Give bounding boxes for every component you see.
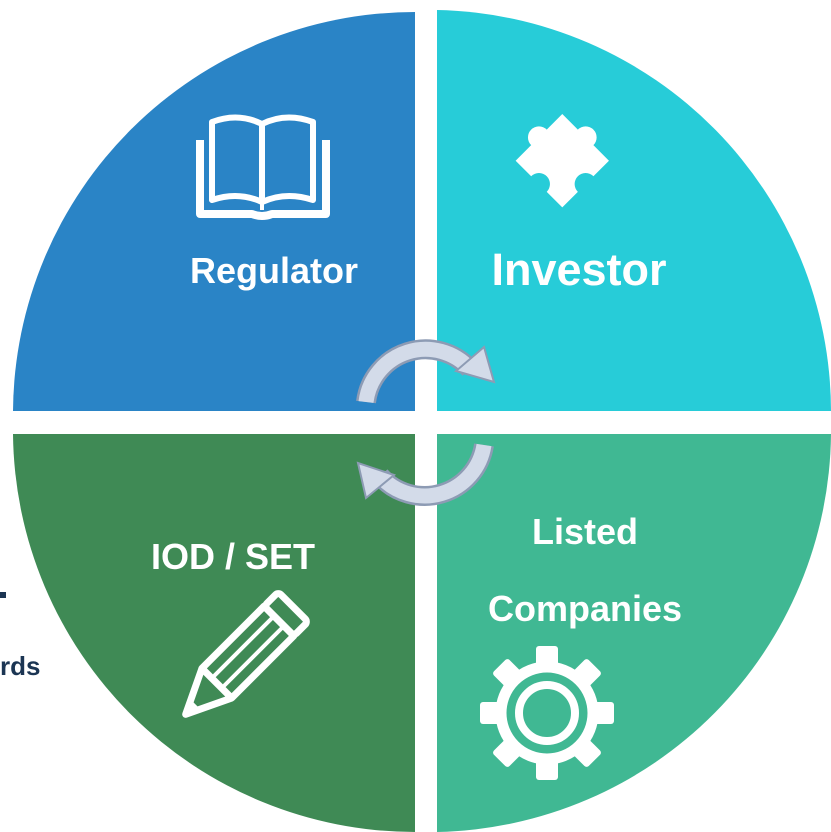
cut-off-text-fragment <box>0 592 6 598</box>
investor-label: Investor <box>491 244 666 295</box>
listed-companies-label-line1: Listed <box>532 511 638 552</box>
cycle-arrows-icon <box>356 339 496 506</box>
pencil-icon <box>182 590 310 718</box>
regulator-label: Regulator <box>190 250 358 291</box>
listed-companies-quadrant[interactable] <box>437 434 831 832</box>
gear-icon <box>480 646 614 780</box>
iod-set-quadrant[interactable] <box>13 434 415 832</box>
investor-quadrant[interactable] <box>437 10 831 411</box>
cut-off-text: rds <box>0 651 41 681</box>
listed-companies-label-line2: Companies <box>488 588 682 629</box>
book-icon <box>196 114 330 220</box>
iod-set-label: IOD / SET <box>151 536 315 577</box>
puzzle-icon <box>515 114 609 208</box>
